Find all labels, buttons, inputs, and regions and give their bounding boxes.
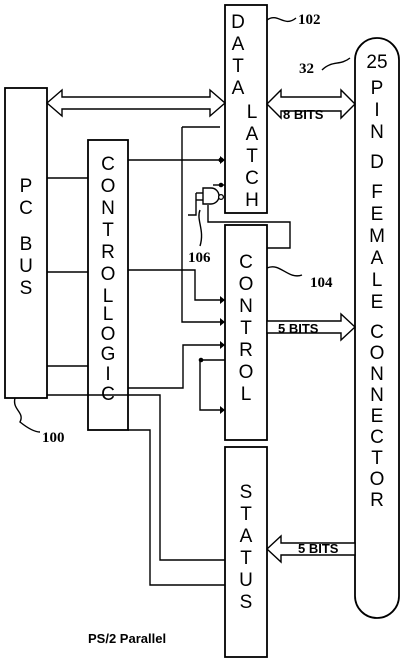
ref-leader-32 — [321, 57, 351, 71]
connector-block — [354, 37, 400, 619]
pc-data-bus-arrow — [45, 88, 227, 118]
ref-102: 102 — [298, 12, 321, 28]
logic-to-control-wire — [128, 269, 225, 301]
ref-leader-106 — [198, 209, 203, 247]
control-bits-bus-arrow — [266, 312, 357, 342]
ref-32: 32 — [299, 61, 314, 77]
logic-to-status-wire — [128, 429, 225, 586]
figure-caption: PS/2 Parallel — [88, 631, 166, 646]
and-gate-icon — [188, 187, 225, 216]
feed-line-vertical — [181, 127, 220, 323]
ref-leader-100 — [13, 397, 41, 433]
feedback-wire — [207, 205, 291, 249]
ref-leader-102 — [266, 17, 297, 23]
control-bits-label: 5 BITS — [278, 321, 319, 336]
ref-106: 106 — [188, 250, 211, 266]
status-bits-bus-arrow — [265, 534, 356, 564]
status-bits-label: 5 BITS — [298, 541, 339, 556]
ref-104: 104 — [310, 275, 333, 291]
control-input-wire-1 — [128, 344, 220, 389]
pc-to-status-wire — [47, 394, 225, 561]
data-bits-label: 8 BITS — [283, 107, 324, 122]
control-input-wire-3 — [199, 360, 220, 411]
status-block — [224, 446, 268, 658]
control-logic-block — [87, 139, 129, 431]
data-latch-block — [224, 4, 268, 214]
ref-leader-104 — [266, 266, 303, 277]
ref-100: 100 — [42, 430, 65, 446]
pc-bus-block — [4, 87, 48, 399]
data-bits-bus-arrow — [266, 88, 356, 120]
